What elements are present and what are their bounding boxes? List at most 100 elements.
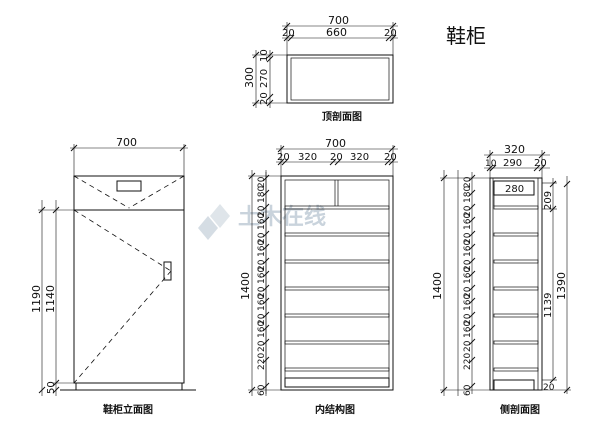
shelf-chain-dim: 20 [257, 286, 267, 298]
shelf-chain-dim: 220 [463, 353, 473, 370]
dim-side-1400: 1400 [431, 272, 444, 300]
front-elevation-view: 700 1190 1140 50 鞋柜立面图 [30, 136, 196, 416]
side-shelf [493, 313, 539, 318]
caption-inner-structure: 内结构图 [315, 403, 355, 416]
inner-shelf [284, 313, 390, 318]
shelf-chain-dim: 20 [463, 340, 473, 352]
dim-side-209: 209 [543, 191, 554, 210]
shelf-chain-dim: 160 [257, 321, 267, 338]
dim-side-width: 320 [504, 143, 525, 156]
caption-front-elevation: 鞋柜立面图 [103, 403, 153, 416]
dim-side-bottom-20: 20 [543, 383, 555, 393]
side-drawer [493, 180, 535, 196]
front-door-panel [73, 209, 185, 384]
shelf-chain-dim: 160 [463, 213, 473, 230]
dim-top-width: 700 [328, 14, 349, 27]
dim-side-290: 290 [503, 158, 522, 169]
shelf-chain-dim: 20 [463, 205, 473, 217]
dim-top-left-20: 20 [282, 28, 295, 39]
shelf-chain-dim: 220 [257, 353, 267, 370]
shelf-chain-dim: 160 [257, 267, 267, 284]
dim-top-v10: 10 [259, 49, 270, 62]
shelf-chain-dim: 60 [463, 384, 473, 396]
shelf-chain-dim: 20 [463, 232, 473, 244]
shelf-chain-dim: 20 [463, 176, 473, 188]
top-inner-rect [290, 57, 390, 101]
side-shelf [493, 367, 539, 372]
shelf-chain-dim: 20 [257, 205, 267, 217]
caption-top-section: 顶剖面图 [322, 110, 362, 123]
inner-shelf [284, 367, 390, 372]
front-plinth [75, 382, 183, 391]
shelf-chain-dim: 180 [463, 186, 473, 203]
shelf-chain-dim: 20 [463, 286, 473, 298]
shelf-chain-dim: 160 [257, 213, 267, 230]
dim-inner-20a: 20 [277, 152, 290, 163]
dim-inner-1400: 1400 [239, 272, 252, 300]
inner-shelf [284, 340, 390, 345]
dim-front-1140: 1140 [44, 285, 57, 313]
dim-inner-320a: 320 [298, 152, 317, 163]
inner-structure-view: 700 20 320 20 320 20 1400 20180201602016… [239, 137, 398, 416]
shelf-chain-dim: 160 [257, 240, 267, 257]
shelf-chain-dim: 20 [257, 313, 267, 325]
shelf-chain-dim: 160 [463, 267, 473, 284]
shelf-chain-dim: 160 [257, 294, 267, 311]
dim-side-1139: 1139 [543, 293, 554, 318]
shelf-chain-dim: 20 [257, 232, 267, 244]
dim-inner-320b: 320 [350, 152, 369, 163]
side-section-view: 320 10 290 20 280 209 1139 1390 20 [431, 143, 571, 416]
side-carcass [489, 177, 543, 391]
side-shelf [493, 205, 539, 210]
shelf-chain-dim: 160 [463, 240, 473, 257]
dim-inner-width: 700 [325, 137, 346, 150]
dim-front-50: 50 [46, 381, 57, 394]
side-shelves [493, 205, 539, 372]
dim-side-10: 10 [485, 159, 497, 169]
inner-shelf [284, 259, 390, 264]
inner-shelf [284, 232, 390, 237]
inner-shelf [284, 286, 390, 291]
watermark: 土木在线 [198, 204, 326, 240]
inner-carcass [280, 175, 394, 391]
inner-shelves [284, 205, 390, 372]
top-outer-rect [286, 54, 394, 104]
shelf-chain-dim: 160 [463, 321, 473, 338]
door-handle [163, 261, 172, 281]
watermark-text: 土木在线 [238, 204, 326, 230]
shelf-chain-dim: 20 [463, 313, 473, 325]
inner-shelf [284, 205, 390, 210]
shelf-chain-dim: 20 [257, 259, 267, 271]
shelf-chain-dim: 160 [463, 294, 473, 311]
dim-inner-20c: 20 [384, 152, 397, 163]
dim-front-width: 700 [116, 136, 137, 149]
side-shelf [493, 232, 539, 237]
dim-top-v270: 270 [259, 69, 270, 88]
shelf-chain-dim: 20 [257, 340, 267, 352]
side-shelf [493, 286, 539, 291]
shelf-chain-dim: 20 [463, 259, 473, 271]
dim-top-v20: 20 [259, 92, 270, 105]
dim-top-height: 300 [243, 67, 256, 88]
dim-top-660: 660 [326, 26, 347, 39]
side-shelf [493, 259, 539, 264]
dim-side-1390: 1390 [555, 272, 568, 300]
drawer-handle [116, 180, 142, 192]
drawing-title: 鞋柜 [446, 24, 486, 48]
side-shelf [493, 340, 539, 345]
side-plinth [493, 379, 535, 391]
shelf-chain-dim: 60 [257, 384, 267, 396]
shelf-chain-dim: 180 [257, 186, 267, 203]
caption-side-section: 侧剖面图 [500, 403, 540, 416]
dim-top-right-20: 20 [384, 28, 397, 39]
shelf-chain-dim: 20 [257, 176, 267, 188]
dim-side-280: 280 [505, 184, 524, 195]
inner-plinth [284, 377, 390, 388]
top-section-view: 700 20 660 20 300 20 270 10 顶剖面图 [243, 14, 398, 123]
dim-front-1190: 1190 [30, 285, 43, 313]
dim-side-20: 20 [534, 158, 547, 169]
dim-inner-20b: 20 [330, 152, 343, 163]
